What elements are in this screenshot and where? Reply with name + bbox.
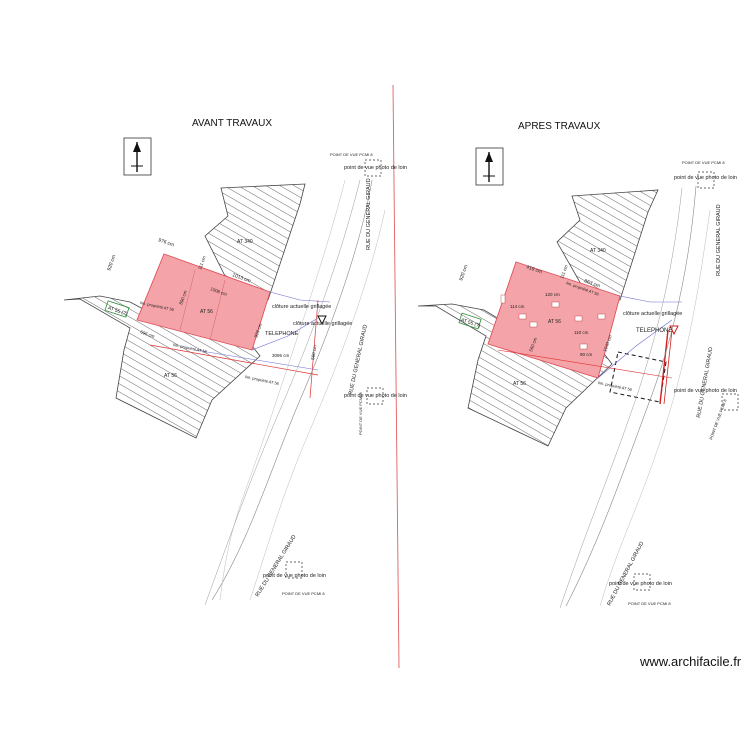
view-point-label-2: point de vue photo de loin — [344, 393, 407, 399]
right-plan: AT 55 (?) POINT DE VUE PCMI 8 point de v… — [417, 147, 739, 609]
dim-419: 419 cm — [525, 264, 542, 275]
dimension-lines — [269, 291, 331, 303]
view-point-marker-1 — [697, 171, 715, 189]
new-annex-outline — [609, 351, 667, 403]
dim-920: 920 cm — [458, 264, 469, 281]
title-avant-travaux: AVANT TRAVAUX — [192, 118, 273, 129]
view-point-label-2: point de vue photo de loin — [674, 388, 737, 394]
street-name-mid: RUE DU GENERAL GIRAUD — [696, 347, 714, 419]
dim-890: 890 cm — [178, 290, 188, 306]
limit-label-2: lim. propriété AT 56 — [245, 374, 280, 386]
telephone-label: TELEPHONE — [265, 331, 299, 337]
dim-929: 929 cm — [253, 323, 263, 339]
street-name-mid: RUE DU GENERAL GIRAUD — [348, 324, 369, 395]
view-point-tag-3: POINT DE VUE PCMI 8 — [282, 591, 325, 596]
telephone-pole-icon — [669, 325, 679, 336]
dim-114: 114 cm — [510, 304, 525, 309]
view-point-marker-3 — [633, 573, 651, 591]
view-point-tag-2: POINT DE VUE PCMI 8 — [708, 398, 728, 440]
fence-note-2: clôture actuelle grillagée — [293, 321, 352, 327]
dim-111: 111 cm — [559, 264, 569, 279]
view-point-label-3: point de vue photo de loin — [263, 573, 326, 579]
dim-976: 976 cm — [157, 237, 174, 248]
north-arrow-icon — [475, 147, 504, 186]
street-edge — [565, 185, 697, 607]
dim-696: 696 cm — [140, 329, 156, 339]
view-point-marker-2 — [366, 387, 384, 405]
parcel-label-at340: AT 340 — [590, 248, 606, 254]
fence-note: clôture actuelle grillagée — [623, 311, 682, 317]
parcel-label-house: AT 56 — [200, 309, 213, 315]
dim-111: 111 cm — [197, 255, 207, 270]
limit-label-2: lim. propriété AT 56 — [598, 380, 633, 392]
dim-120: 120 cm — [545, 292, 560, 297]
limit-line — [149, 344, 319, 376]
street-name-top: RUE DU GENERAL GIRAUD — [366, 178, 372, 250]
north-arrow-icon — [123, 137, 152, 176]
axis-divider-line — [392, 84, 400, 669]
view-point-label-1: point de vue photo de loin — [674, 175, 737, 181]
parcel-label-at340: AT 340 — [237, 239, 253, 245]
view-point-marker-3 — [285, 561, 303, 579]
dim-1008: 1008 cm — [210, 286, 228, 297]
dim-110: 110 cm — [574, 330, 589, 335]
dim-90: 90 cm — [580, 352, 593, 357]
dim-3095: 3095 cm — [272, 353, 290, 358]
left-plan: AT 55 (?) POINT DE VUE PCMI 8 point de v… — [63, 137, 407, 606]
view-point-tag-3: POINT DE VUE PCMI 8 — [628, 601, 671, 606]
parcel-label-at56: AT 56 — [164, 373, 177, 379]
dim-560: 560 cm — [528, 337, 538, 353]
view-point-tag-1: POINT DE VUE PCMI 8 — [330, 152, 373, 157]
dim-1040: 1040 cm — [602, 334, 613, 352]
dim-863: 863 cm — [583, 278, 600, 289]
parcel-label-at56: AT 56 — [513, 381, 526, 387]
parcel-label-house: AT 56 — [548, 319, 561, 325]
telephone-pole-icon — [317, 315, 327, 326]
view-point-label-3: point de vue photo de loin — [609, 581, 672, 587]
view-point-tag-2: POINT DE VUE PCMI 8 — [358, 392, 363, 435]
dim-920: 920 cm — [106, 254, 117, 271]
dim-560: 560 cm — [310, 345, 318, 361]
view-point-marker-1 — [364, 159, 382, 177]
telephone-label: TELEPHONE — [636, 328, 672, 334]
green-parcel-tag — [104, 300, 130, 318]
green-parcel-tag — [458, 312, 482, 330]
street-name-top: RUE DU GENERAL GIRAUD — [716, 204, 722, 276]
view-point-marker-2 — [721, 393, 739, 411]
watermark-archifacile: www.archifacile.fr — [640, 654, 742, 669]
fence-note-1: clôture actuelle grillagée — [272, 304, 331, 310]
street-edge — [211, 179, 373, 601]
view-point-tag-1: POINT DE VUE PCMI 8 — [682, 160, 725, 165]
view-point-label-1: point de vue photo de loin — [344, 165, 407, 171]
title-apres-travaux: APRES TRAVAUX — [518, 121, 601, 132]
